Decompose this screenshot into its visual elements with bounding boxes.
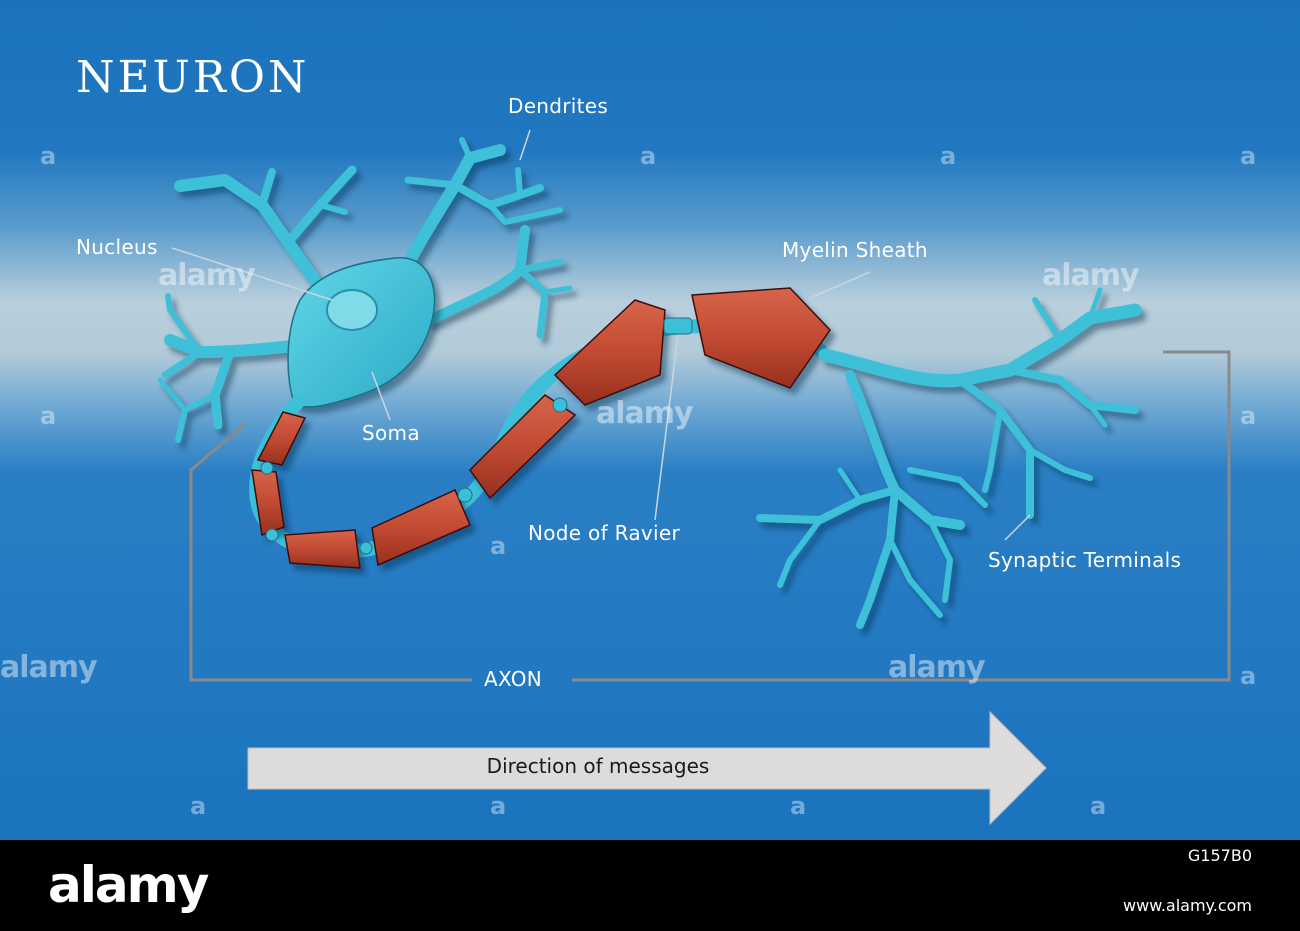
watermark-glyph: a <box>490 792 507 820</box>
site-url: www.alamy.com <box>1123 896 1252 915</box>
neuron-illustration <box>157 129 1231 826</box>
arrow-label: Direction of messages <box>486 754 710 778</box>
alamy-logo: alamy <box>48 856 209 914</box>
watermark: alamy <box>1042 258 1140 293</box>
ranvier-node <box>265 528 279 542</box>
myelin-segment <box>251 469 285 537</box>
axon-bracket <box>189 350 1231 682</box>
myelin-segment <box>371 488 471 567</box>
watermark-glyph: a <box>190 792 207 820</box>
ranvier-node <box>663 317 693 335</box>
label-nucleus: Nucleus <box>76 235 158 259</box>
ranvier-nodes <box>260 317 693 555</box>
label-dendrites: Dendrites <box>508 94 609 118</box>
myelin-segment <box>469 394 577 500</box>
ranvier-node <box>552 397 568 413</box>
watermark-glyph: a <box>940 142 957 170</box>
diagram-title: NEURON <box>76 52 310 103</box>
nucleus-shape <box>326 289 378 331</box>
myelin-sheath <box>251 287 831 569</box>
synaptic-terminals <box>756 287 1142 629</box>
label-synaptic-terminals: Synaptic Terminals <box>988 548 1182 572</box>
watermark-glyph: a <box>40 402 57 430</box>
watermark-glyph: a <box>40 142 57 170</box>
image-id: G157B0 <box>1187 846 1252 865</box>
diagram-canvas: NEURON Dendrites Nucleus Soma Myelin She… <box>0 0 1300 840</box>
label-axon: AXON <box>484 667 543 691</box>
label-myelin-sheath: Myelin Sheath <box>782 238 928 262</box>
label-node-of-ravier: Node of Ravier <box>528 521 681 545</box>
watermark-glyph: a <box>1240 662 1257 690</box>
watermark-glyph: a <box>1090 792 1107 820</box>
watermark: alamy <box>158 258 256 293</box>
ranvier-node <box>260 461 274 475</box>
watermark: alamy <box>596 396 694 431</box>
myelin-segment <box>691 287 831 389</box>
watermark-glyph: a <box>490 532 507 560</box>
watermark-glyph: a <box>640 142 657 170</box>
ranvier-node <box>457 487 473 503</box>
myelin-segment <box>553 299 666 406</box>
direction-arrow <box>247 710 1047 826</box>
watermark-glyph: a <box>1240 142 1257 170</box>
leader-lines <box>171 129 1031 541</box>
watermark: alamy <box>888 650 986 685</box>
ranvier-node <box>359 541 373 555</box>
footer-bar: alamy G157B0 www.alamy.com <box>0 840 1300 931</box>
watermark: alamy <box>0 650 98 685</box>
watermark-glyph: a <box>790 792 807 820</box>
myelin-segment <box>256 411 307 466</box>
myelin-segment <box>284 529 361 569</box>
label-soma: Soma <box>362 421 420 445</box>
dendrites <box>157 137 573 443</box>
soma-body <box>287 257 436 408</box>
watermark-glyph: a <box>1240 402 1257 430</box>
